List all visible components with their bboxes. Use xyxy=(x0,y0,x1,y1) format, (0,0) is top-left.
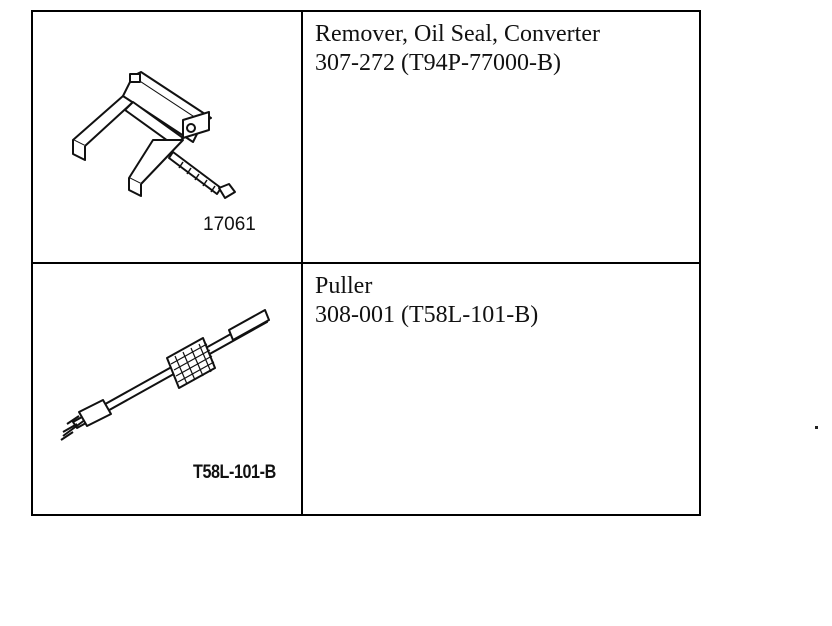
tool-name: Remover, Oil Seal, Converter xyxy=(315,21,600,47)
tool-row: 17061 Remover, Oil Seal, Converter 307-2… xyxy=(33,12,699,264)
tool-illustration-cell: 17061 xyxy=(33,12,303,262)
slide-hammer-puller-icon xyxy=(60,309,270,441)
special-tools-table: 17061 Remover, Oil Seal, Converter 307-2… xyxy=(31,10,701,516)
tool-number: 307-272 (T94P-77000-B) xyxy=(315,50,561,76)
figure-label: T58L-101-B xyxy=(193,462,276,483)
tool-name: Puller xyxy=(315,273,373,299)
tool-description-cell: Remover, Oil Seal, Converter 307-272 (T9… xyxy=(303,12,699,262)
oil-seal-remover-icon xyxy=(72,71,236,199)
tool-description-cell: Puller 308-001 (T58L-101-B) xyxy=(303,264,699,514)
tool-number: 308-001 (T58L-101-B) xyxy=(315,302,539,328)
figure-label: 17061 xyxy=(203,214,256,235)
scan-speck xyxy=(815,426,818,429)
tool-illustration-cell: T58L-101-B xyxy=(33,264,303,514)
tool-row: T58L-101-B Puller 308-001 (T58L-101-B) xyxy=(33,264,699,514)
